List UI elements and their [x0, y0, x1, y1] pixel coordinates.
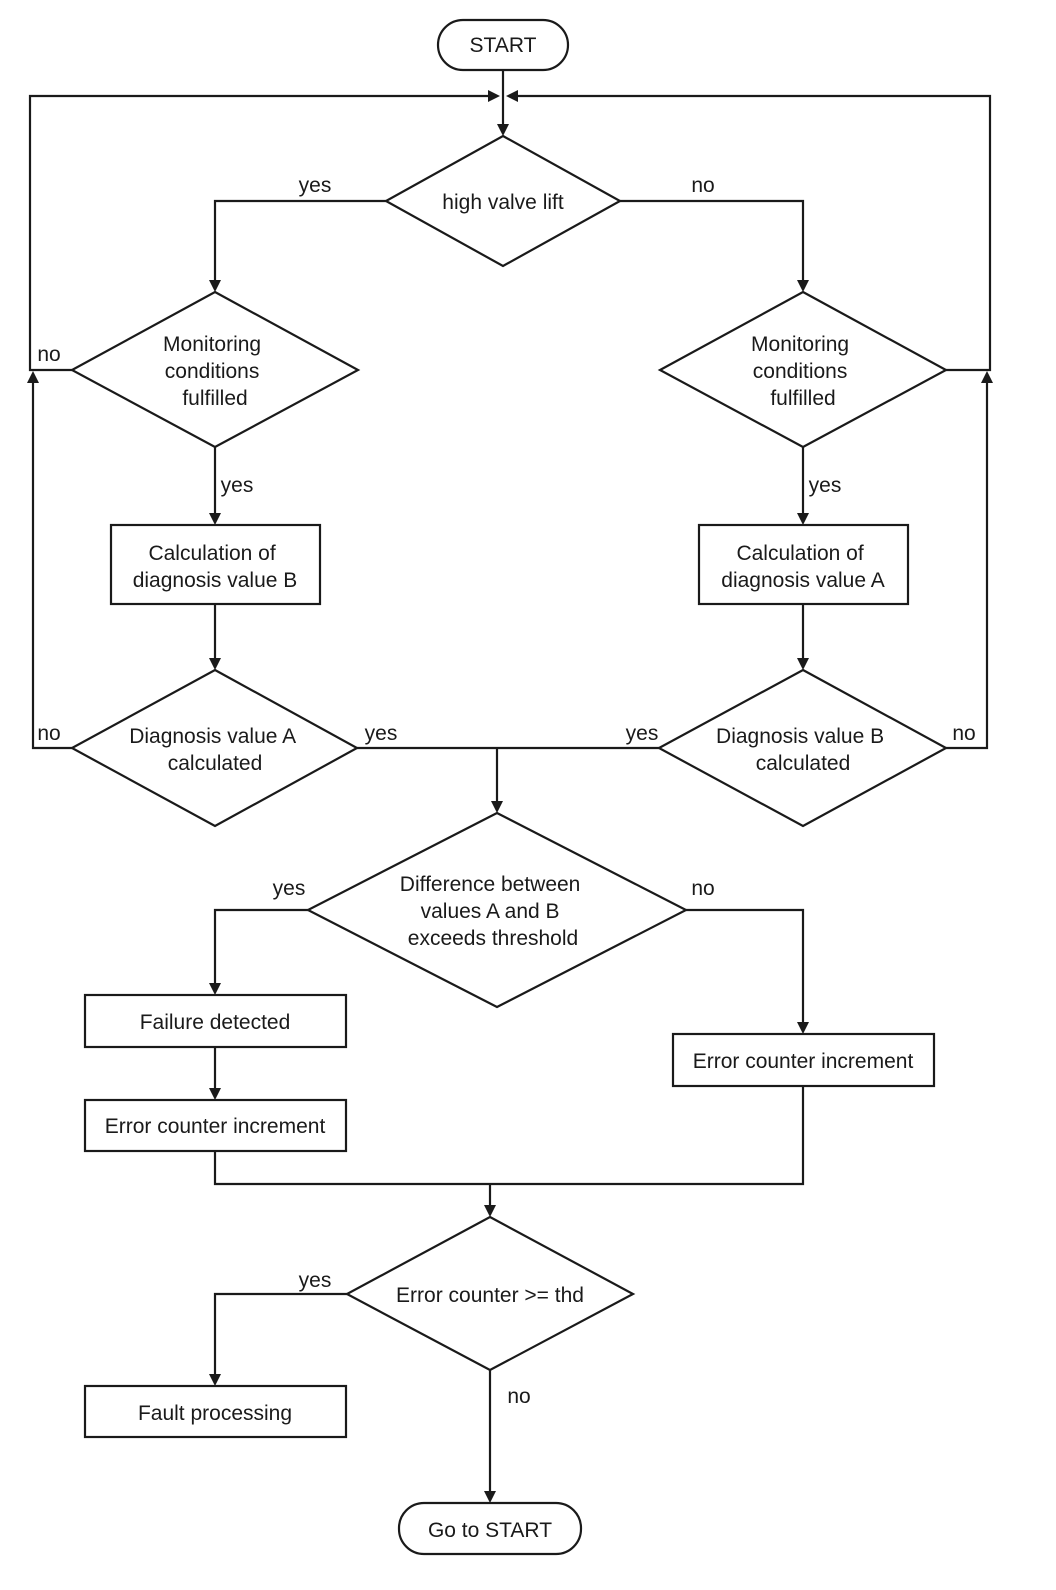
- arrowhead-down-failure: [209, 983, 221, 995]
- edge-right-feedback: [514, 94, 992, 372]
- diag-b-line-2: calculated: [756, 752, 851, 775]
- edge-errinc-left-down: [213, 1086, 805, 1186]
- edge-ec-yes: [213, 1292, 347, 1377]
- calc-b-label: Calculation of diagnosis value B: [133, 542, 298, 592]
- decision-difference-threshold: [305, 811, 689, 1009]
- arrowhead-down-diag-a: [209, 658, 221, 670]
- difference-line-3: exceeds threshold: [408, 927, 578, 950]
- arrowhead-right-merge: [488, 90, 500, 102]
- difference-line-2: values A and B: [421, 900, 560, 923]
- calc-b-line-1: Calculation of: [148, 542, 275, 565]
- monitoring-left-line-1: Monitoring: [163, 333, 261, 356]
- goto-start-terminal: [397, 1501, 583, 1556]
- label-mon-left-yes: yes: [221, 474, 254, 497]
- monitoring-right-label: Monitoring conditions fulfilled: [751, 333, 855, 410]
- process-failure-detected: [83, 993, 348, 1049]
- difference-line-1: Difference between: [400, 873, 581, 896]
- diag-a-line-2: calculated: [168, 752, 263, 775]
- arrowhead-down-ec-check: [484, 1205, 496, 1217]
- arrowhead-down-mon-right: [797, 280, 809, 292]
- arrowhead-up-left-loop: [27, 371, 39, 383]
- error-inc-right-label: Error counter increment: [693, 1050, 914, 1073]
- process-fault-processing: [83, 1384, 348, 1439]
- label-mon-left-no: no: [37, 343, 60, 366]
- decision-monitoring-left: [69, 290, 361, 449]
- process-calc-a: [697, 523, 910, 606]
- arrowhead-down-goto-start: [484, 1491, 496, 1503]
- decision-monitoring-right: [657, 290, 949, 449]
- label-mon-right-yes: yes: [809, 474, 842, 497]
- error-inc-left-label: Error counter increment: [105, 1115, 326, 1138]
- calc-a-label: Calculation of diagnosis value A: [721, 542, 884, 592]
- label-diag-a-yes: yes: [365, 722, 398, 745]
- calc-a-line-2: diagnosis value A: [721, 569, 884, 592]
- label-diag-b-yes: yes: [626, 722, 659, 745]
- decision-high-valve-lift: [383, 134, 623, 268]
- edge-labels: yes no no yes yes no yes yes no yes no y…: [37, 174, 975, 1408]
- high-valve-lift-label: high valve lift: [442, 191, 564, 214]
- difference-label: Difference between values A and B exceed…: [400, 873, 586, 950]
- error-counter-label: Error counter >= thd: [396, 1284, 584, 1307]
- decision-error-counter: [344, 1215, 636, 1372]
- arrowhead-down-errinc-left: [209, 1088, 221, 1100]
- edge-diff-no: [686, 908, 805, 1025]
- monitoring-right-line-2: conditions: [753, 360, 848, 383]
- diag-b-line-1: Diagnosis value B: [716, 725, 884, 748]
- failure-detected-label: Failure detected: [140, 1011, 291, 1034]
- diag-b-label: Diagnosis value B calculated: [716, 725, 890, 775]
- arrowhead-down-errinc-right: [797, 1022, 809, 1034]
- start-terminal: [436, 18, 570, 72]
- monitoring-left-label: Monitoring conditions fulfilled: [163, 333, 267, 410]
- goto-start-label: Go to START: [428, 1519, 552, 1542]
- monitoring-left-line-2: conditions: [165, 360, 260, 383]
- arrowhead-down-fault: [209, 1374, 221, 1386]
- fault-processing-label: Fault processing: [138, 1402, 292, 1425]
- calc-b-line-2: diagnosis value B: [133, 569, 298, 592]
- label-hvl-no: no: [691, 174, 714, 197]
- decision-diag-a-calculated: [69, 668, 360, 828]
- diag-a-line-1: Diagnosis value A: [129, 725, 296, 748]
- connectors: [28, 70, 992, 1494]
- label-hvl-yes: yes: [299, 174, 332, 197]
- arrowhead-down-diag-b: [797, 658, 809, 670]
- edge-diaga-no: [31, 382, 72, 750]
- monitoring-right-line-1: Monitoring: [751, 333, 849, 356]
- label-diff-yes: yes: [273, 877, 306, 900]
- arrowhead-down-calc-a: [797, 513, 809, 525]
- edge-diagb-no: [946, 382, 989, 750]
- label-diag-b-no: no: [952, 722, 975, 745]
- label-diag-a-no: no: [37, 722, 60, 745]
- arrowhead-down-calc-b: [209, 513, 221, 525]
- nodes: START high valve lift Monitoring conditi…: [69, 18, 949, 1556]
- process-error-inc-right: [671, 1032, 936, 1088]
- edge-left-feedback: [28, 94, 492, 372]
- process-error-inc-left: [83, 1098, 348, 1153]
- decision-diag-b-calculated: [656, 668, 949, 828]
- arrowhead-down-diff: [491, 801, 503, 813]
- start-label: START: [470, 34, 537, 57]
- edge-diff-yes: [213, 908, 308, 986]
- label-diff-no: no: [691, 877, 714, 900]
- label-ec-yes: yes: [299, 1269, 332, 1292]
- edge-hvl-yes: [213, 199, 386, 283]
- arrowhead-left-merge: [506, 90, 518, 102]
- process-calc-b: [109, 523, 322, 606]
- calc-a-line-1: Calculation of: [736, 542, 863, 565]
- monitoring-right-line-3: fulfilled: [770, 387, 835, 410]
- label-ec-no: no: [507, 1385, 530, 1408]
- diag-a-label: Diagnosis value A calculated: [129, 725, 301, 775]
- arrowhead-up-right-loop: [981, 371, 993, 383]
- arrowhead-down-mon-left: [209, 280, 221, 292]
- arrowheads: [27, 90, 993, 1503]
- edge-hvl-no: [620, 199, 805, 283]
- arrowhead-down-hvl: [497, 124, 509, 136]
- monitoring-left-line-3: fulfilled: [182, 387, 247, 410]
